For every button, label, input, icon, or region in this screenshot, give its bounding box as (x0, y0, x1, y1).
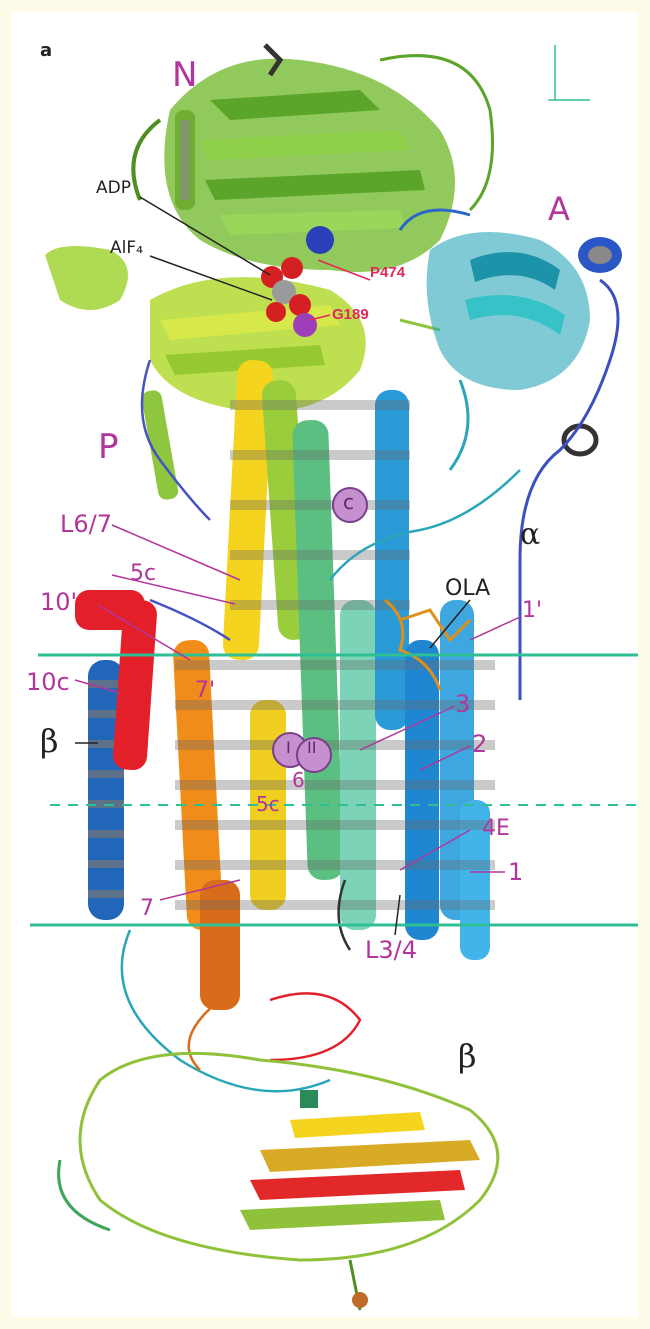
loop-label-l67: L6/7 (60, 512, 112, 536)
helix-label-10c: 10c (26, 670, 70, 694)
residue-label-g189: G189 (332, 307, 369, 322)
helix-label-10p: 10' (40, 590, 77, 614)
helix-label-7p: 7' (195, 680, 215, 702)
helix-label-5c-top: 5c (130, 563, 156, 585)
helix-label-7: 7 (140, 898, 154, 920)
helix-label-4e: 4E (482, 818, 510, 840)
helix-label-1: 1 (508, 860, 523, 884)
helix-label-2: 2 (472, 732, 487, 756)
helix-label-3: 3 (455, 692, 470, 716)
ligand-label-ola: OLA (445, 578, 490, 600)
figure-panel (12, 12, 638, 1317)
domain-label-p: P (98, 430, 119, 464)
subunit-label-beta-bottom: β (458, 1040, 477, 1072)
subunit-label-beta-left: β (40, 725, 59, 757)
residue-label-p474: P474 (370, 265, 405, 280)
helix-label-6: 6 (292, 770, 305, 790)
ion-label-ii: II (307, 740, 316, 756)
helix-label-5c: 5c (256, 794, 280, 814)
a-domain-ribbon (400, 210, 622, 700)
loop-label-l34: L3/4 (365, 938, 417, 962)
transmembrane-helices (75, 359, 495, 1010)
domain-label-a: A (548, 193, 570, 225)
ion-label-c: c (343, 492, 354, 512)
helix-label-1p: 1' (522, 600, 542, 622)
axis-glyph (548, 45, 590, 100)
protein-structure-diagram (12, 12, 638, 1317)
ion-label-i: I (286, 740, 291, 756)
domain-label-n: N (172, 58, 197, 92)
ligand-label-alf4: AlF₄ (110, 240, 143, 257)
subunit-label-alpha: α (520, 520, 540, 550)
panel-letter: a (40, 42, 52, 60)
ligand-label-adp: ADP (96, 180, 131, 197)
